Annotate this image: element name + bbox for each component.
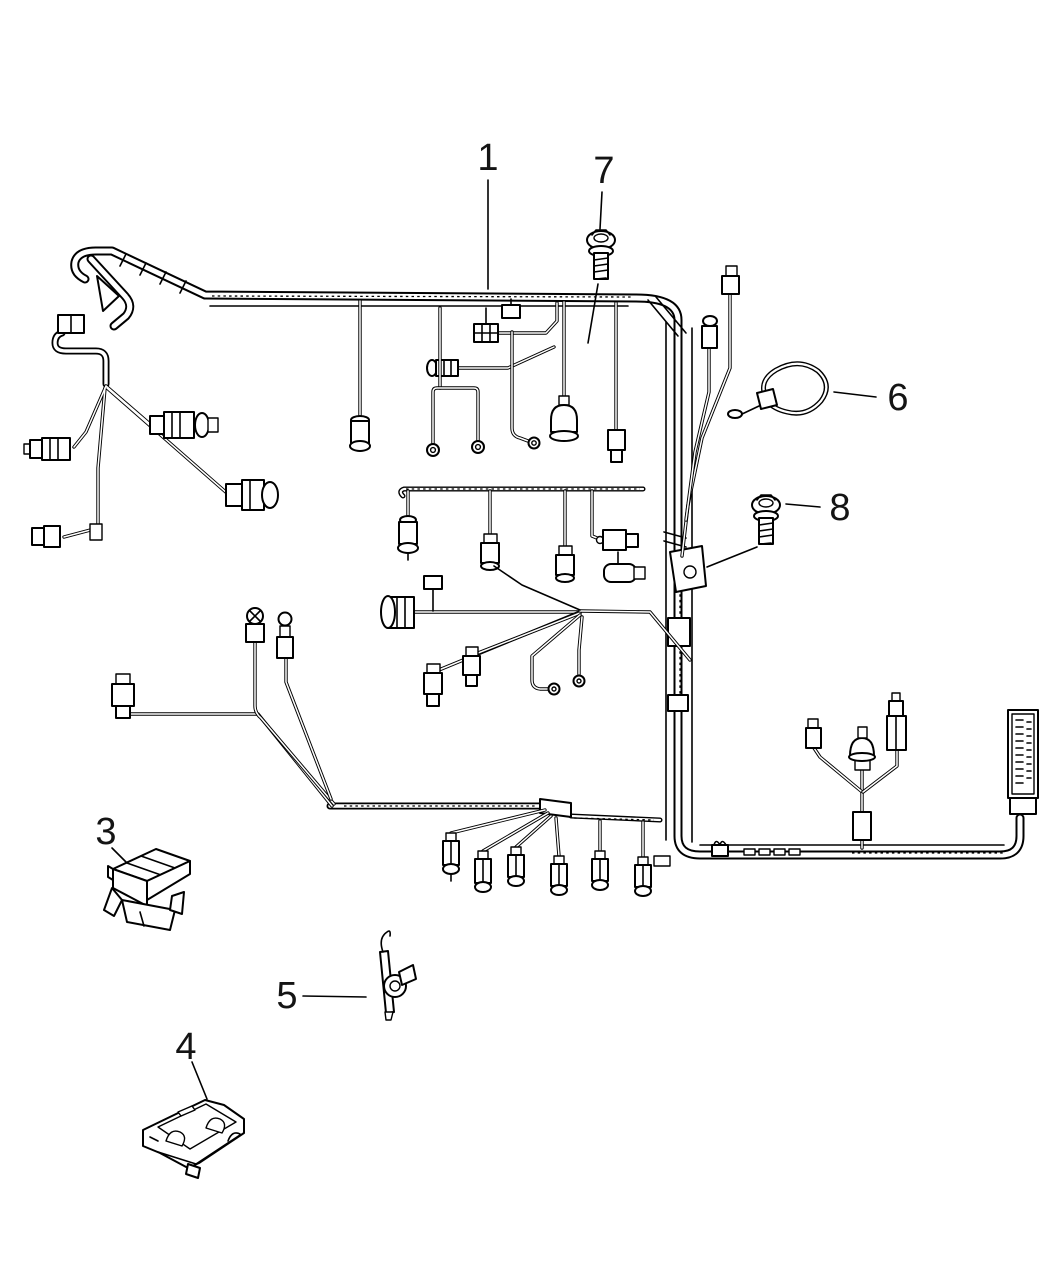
main-harness-trunk — [51, 246, 1025, 867]
connector — [462, 646, 481, 687]
connector — [349, 415, 371, 452]
connector — [31, 523, 103, 548]
fuse-holder — [603, 551, 646, 583]
item-3-bracket — [103, 848, 191, 931]
ring-terminal — [527, 436, 541, 450]
branch-group-bottom-right — [711, 692, 1039, 857]
connector — [507, 846, 525, 887]
connector — [397, 515, 419, 561]
connector — [701, 315, 718, 349]
connector — [473, 307, 499, 343]
connector — [442, 832, 460, 882]
harness-mounting-bracket — [663, 531, 707, 593]
harness-clip — [711, 840, 729, 857]
connector — [426, 359, 459, 377]
branch-group-middle — [380, 489, 692, 707]
sensor-connector — [848, 726, 876, 771]
connector — [225, 479, 279, 511]
branch-group-top-middle — [349, 298, 626, 463]
branch-group-top-left — [23, 384, 279, 548]
callout-6: 6 — [887, 377, 909, 419]
item-4-shield — [142, 1099, 245, 1179]
branch-group-right-of-trunk — [680, 265, 740, 558]
callout-5: 5 — [276, 975, 298, 1017]
eyelet-terminal — [547, 674, 586, 696]
callout-leader-lines — [111, 179, 877, 1100]
callout-8: 8 — [829, 487, 851, 529]
item-5-retainer — [379, 930, 417, 1021]
callout-3: 3 — [95, 811, 117, 853]
injector-connector-row — [442, 808, 652, 897]
connector — [276, 611, 294, 659]
connector — [595, 529, 639, 551]
ecu-connector-pins — [1015, 719, 1032, 784]
connector — [245, 607, 265, 643]
connector — [423, 575, 443, 612]
connector — [23, 437, 71, 461]
item-7-screw — [586, 229, 616, 280]
large-round-connector — [380, 595, 415, 629]
connector — [423, 663, 443, 707]
callout-1: 1 — [477, 137, 499, 179]
sensor-connector — [549, 395, 579, 442]
connector — [149, 411, 219, 439]
connector — [721, 265, 740, 295]
connector — [501, 298, 521, 319]
branch-group-left-middle — [111, 607, 336, 808]
connector — [805, 718, 822, 749]
connector — [634, 856, 652, 897]
item-8-screw — [751, 494, 781, 545]
ring-terminal — [426, 440, 485, 457]
connector — [480, 533, 500, 571]
connector — [607, 429, 626, 463]
connector — [474, 850, 492, 893]
item-6-tie-strap — [727, 361, 829, 419]
connector — [591, 850, 609, 891]
callout-4: 4 — [175, 1026, 197, 1068]
callout-7: 7 — [593, 150, 615, 192]
connector — [550, 855, 568, 896]
ecu-connector — [1007, 709, 1039, 815]
connector — [555, 545, 575, 583]
connector — [886, 692, 907, 751]
connector — [111, 673, 135, 719]
